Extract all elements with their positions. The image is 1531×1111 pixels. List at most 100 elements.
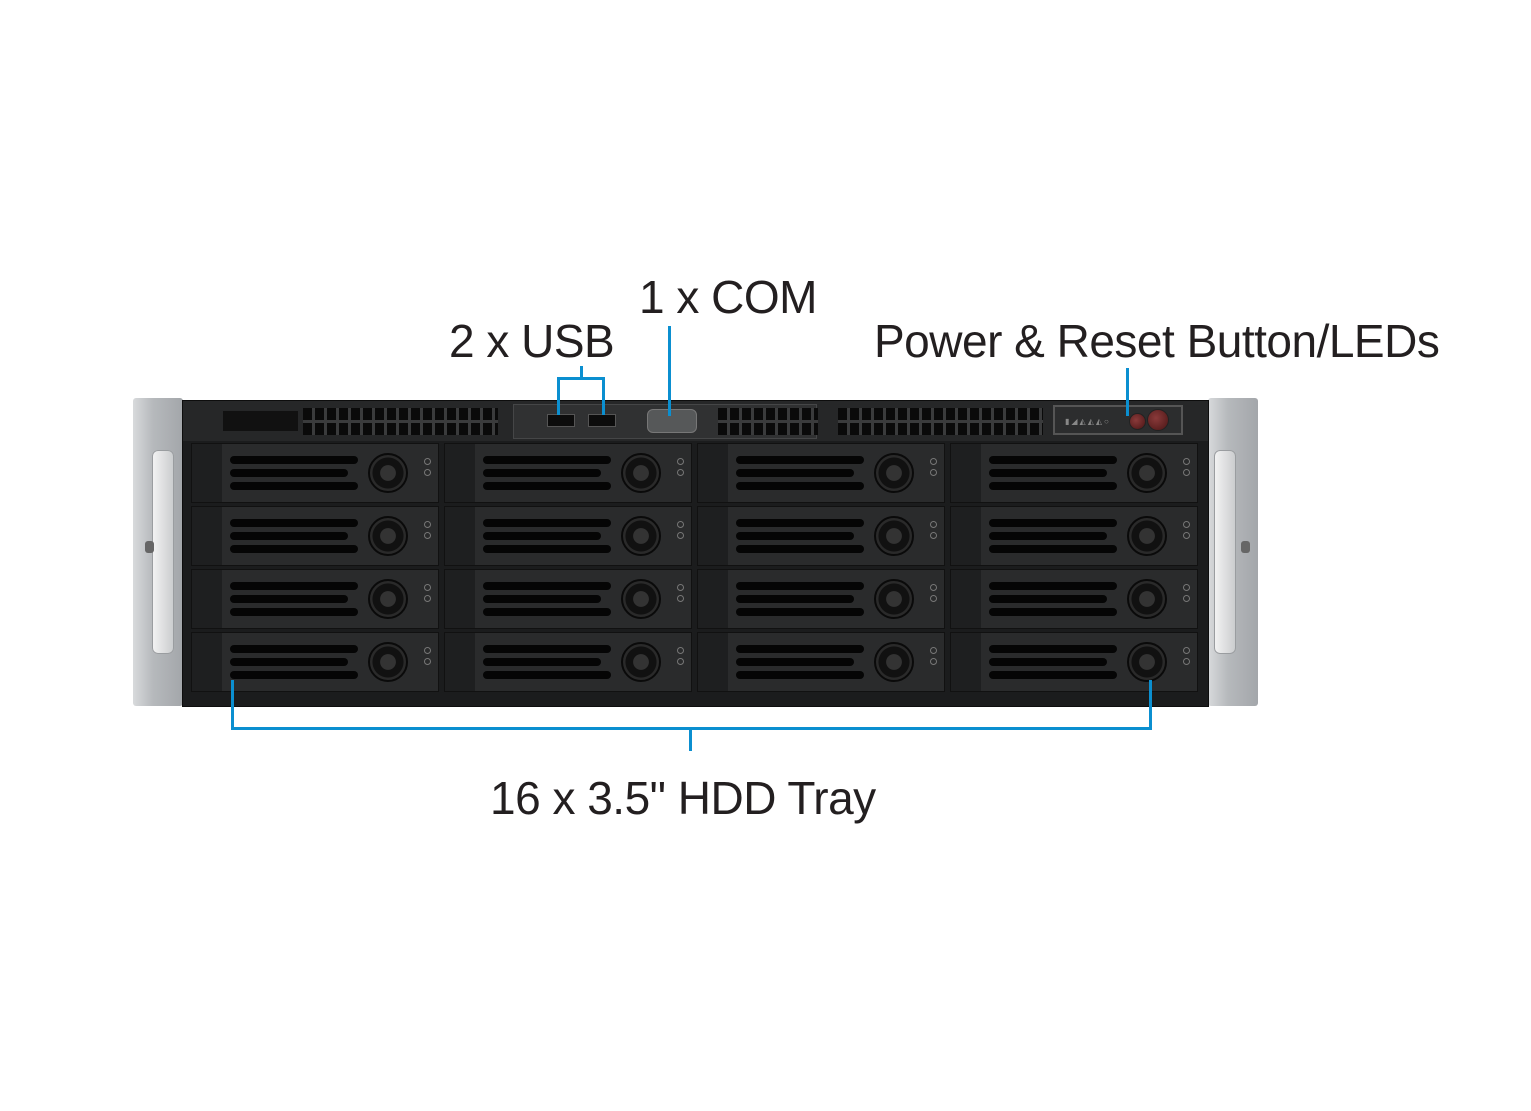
- right-handle[interactable]: [1214, 450, 1236, 654]
- hdd-tray[interactable]: [191, 632, 439, 692]
- hdd-tray[interactable]: [191, 506, 439, 566]
- tray-vent-slot: [230, 456, 358, 464]
- tray-led-icon: [424, 458, 431, 465]
- tray-vent-slot: [230, 582, 358, 590]
- tray-vent-slot: [736, 645, 864, 653]
- tray-led-icon: [930, 469, 937, 476]
- hdd-tray[interactable]: [950, 632, 1198, 692]
- tray-release-knob-icon[interactable]: [874, 516, 914, 556]
- tray-latch[interactable]: [192, 444, 222, 502]
- tray-release-knob-icon[interactable]: [621, 516, 661, 556]
- tray-led-icon: [424, 532, 431, 539]
- tray-vent-slot: [989, 532, 1107, 540]
- com-port[interactable]: [647, 409, 697, 433]
- vent-grille: [303, 408, 498, 435]
- tray-release-knob-icon[interactable]: [621, 453, 661, 493]
- tray-latch[interactable]: [951, 444, 981, 502]
- tray-latch[interactable]: [951, 633, 981, 691]
- front-panel-strip: ▮◢◭◭◭○: [183, 401, 1208, 441]
- tray-release-knob-icon[interactable]: [368, 453, 408, 493]
- tray-latch[interactable]: [192, 507, 222, 565]
- hdd-tray[interactable]: [697, 443, 945, 503]
- tray-vent-slot: [483, 608, 611, 616]
- com-callout-line: [668, 326, 671, 416]
- tray-latch[interactable]: [698, 570, 728, 628]
- vent-grille: [838, 408, 1043, 435]
- tray-latch[interactable]: [445, 570, 475, 628]
- tray-led-icon: [1183, 658, 1190, 665]
- com-label: 1 x COM: [639, 271, 817, 323]
- status-leds-icon: ▮◢◭◭◭○: [1065, 417, 1111, 426]
- tray-vent-slot: [483, 456, 611, 464]
- tray-vent-slot: [483, 595, 601, 603]
- tray-latch[interactable]: [192, 570, 222, 628]
- tray-latch[interactable]: [951, 570, 981, 628]
- usb-port[interactable]: [588, 414, 616, 427]
- tray-release-knob-icon[interactable]: [1127, 516, 1167, 556]
- tray-latch[interactable]: [698, 633, 728, 691]
- tray-release-knob-icon[interactable]: [368, 579, 408, 619]
- tray-vent-slot: [483, 482, 611, 490]
- tray-release-knob-icon[interactable]: [368, 642, 408, 682]
- tray-vent-slot: [736, 456, 864, 464]
- tray-led-icon: [424, 469, 431, 476]
- tray-vent-slot: [230, 519, 358, 527]
- tray-led-icon: [677, 647, 684, 654]
- tray-vent-slot: [989, 658, 1107, 666]
- tray-release-knob-icon[interactable]: [368, 516, 408, 556]
- tray-latch[interactable]: [698, 507, 728, 565]
- tray-led-icon: [1183, 458, 1190, 465]
- tray-vent-slot: [736, 469, 854, 477]
- hdd-tray[interactable]: [697, 632, 945, 692]
- tray-release-knob-icon[interactable]: [1127, 642, 1167, 682]
- tray-vent-slot: [736, 582, 864, 590]
- tray-release-knob-icon[interactable]: [1127, 453, 1167, 493]
- power-button[interactable]: [1147, 409, 1169, 431]
- tray-vent-slot: [989, 545, 1117, 553]
- tray-release-knob-icon[interactable]: [874, 579, 914, 619]
- tray-release-knob-icon[interactable]: [874, 642, 914, 682]
- tray-vent-slot: [989, 519, 1117, 527]
- tray-led-icon: [424, 647, 431, 654]
- reset-button[interactable]: [1129, 413, 1146, 430]
- hdd-tray[interactable]: [697, 569, 945, 629]
- hdd-tray[interactable]: [444, 569, 692, 629]
- tray-latch[interactable]: [698, 444, 728, 502]
- hdd-callout-line: [231, 680, 234, 729]
- usb-port[interactable]: [547, 414, 575, 427]
- tray-latch[interactable]: [951, 507, 981, 565]
- tray-release-knob-icon[interactable]: [874, 453, 914, 493]
- hdd-tray[interactable]: [444, 632, 692, 692]
- tray-release-knob-icon[interactable]: [621, 642, 661, 682]
- hdd-tray[interactable]: [950, 569, 1198, 629]
- tray-led-icon: [677, 532, 684, 539]
- hdd-tray[interactable]: [950, 506, 1198, 566]
- hdd-tray[interactable]: [950, 443, 1198, 503]
- hdd-callout-line: [689, 727, 692, 751]
- right-rack-ear: [1208, 398, 1258, 706]
- tray-led-icon: [424, 584, 431, 591]
- tray-release-knob-icon[interactable]: [1127, 579, 1167, 619]
- tray-vent-slot: [989, 595, 1107, 603]
- tray-latch[interactable]: [445, 507, 475, 565]
- tray-release-knob-icon[interactable]: [621, 579, 661, 619]
- tray-vent-slot: [736, 608, 864, 616]
- tray-vent-slot: [230, 532, 348, 540]
- hdd-tray[interactable]: [444, 443, 692, 503]
- tray-vent-slot: [736, 658, 854, 666]
- tray-latch[interactable]: [445, 633, 475, 691]
- tray-led-icon: [677, 658, 684, 665]
- left-handle[interactable]: [152, 450, 174, 654]
- tray-vent-slot: [483, 645, 611, 653]
- hdd-tray-label: 16 x 3.5" HDD Tray: [490, 772, 876, 824]
- hdd-callout-line: [1149, 680, 1152, 729]
- hdd-tray[interactable]: [444, 506, 692, 566]
- tray-led-icon: [930, 595, 937, 602]
- tray-latch[interactable]: [192, 633, 222, 691]
- tray-led-icon: [1183, 532, 1190, 539]
- tray-latch[interactable]: [445, 444, 475, 502]
- tray-led-icon: [677, 584, 684, 591]
- hdd-tray[interactable]: [191, 443, 439, 503]
- hdd-tray[interactable]: [697, 506, 945, 566]
- hdd-tray[interactable]: [191, 569, 439, 629]
